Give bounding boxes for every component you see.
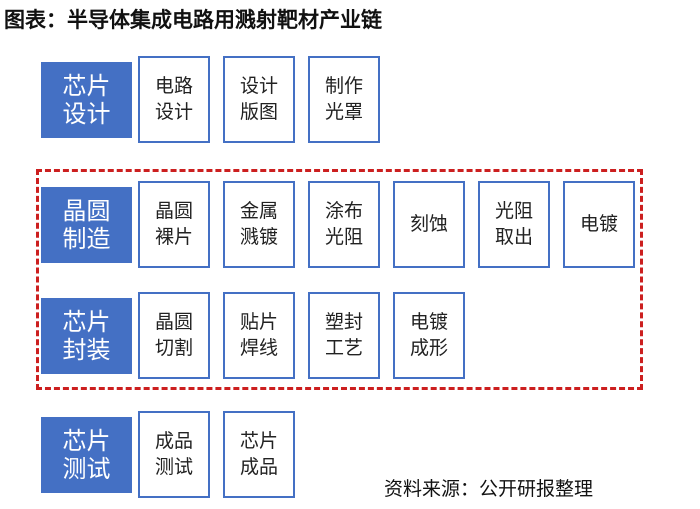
step-photoresist-removal: 光阻 取出 [478, 181, 550, 268]
chart-title: 图表：半导体集成电路用溅射靶材产业链 [4, 8, 382, 32]
stage-chip-packaging: 芯片 封装 [41, 298, 132, 374]
step-die-attach-bonding: 贴片 焊线 [223, 292, 295, 379]
step-photomask: 制作 光罩 [308, 56, 380, 143]
highlight-dashed-box [36, 169, 643, 390]
step-metal-sputtering: 金属 溅镀 [223, 181, 295, 268]
step-bare-wafer: 晶圆 裸片 [138, 181, 210, 268]
step-plating-forming: 电镀 成形 [393, 292, 465, 379]
source-note: 资料来源：公开研报整理 [384, 478, 594, 500]
stage-chip-design: 芯片 设计 [41, 62, 132, 138]
step-photoresist-coating: 涂布 光阻 [308, 181, 380, 268]
step-finished-chip: 芯片 成品 [223, 411, 295, 498]
step-wafer-dicing: 晶圆 切割 [138, 292, 210, 379]
step-etching: 刻蚀 [393, 181, 465, 268]
stage-chip-testing: 芯片 测试 [41, 417, 132, 493]
step-circuit-design: 电路 设计 [138, 56, 210, 143]
step-layout-design: 设计 版图 [223, 56, 295, 143]
step-final-test: 成品 测试 [138, 411, 210, 498]
step-molding: 塑封 工艺 [308, 292, 380, 379]
stage-wafer-fab: 晶圆 制造 [41, 187, 132, 263]
step-electroplating: 电镀 [563, 181, 635, 268]
